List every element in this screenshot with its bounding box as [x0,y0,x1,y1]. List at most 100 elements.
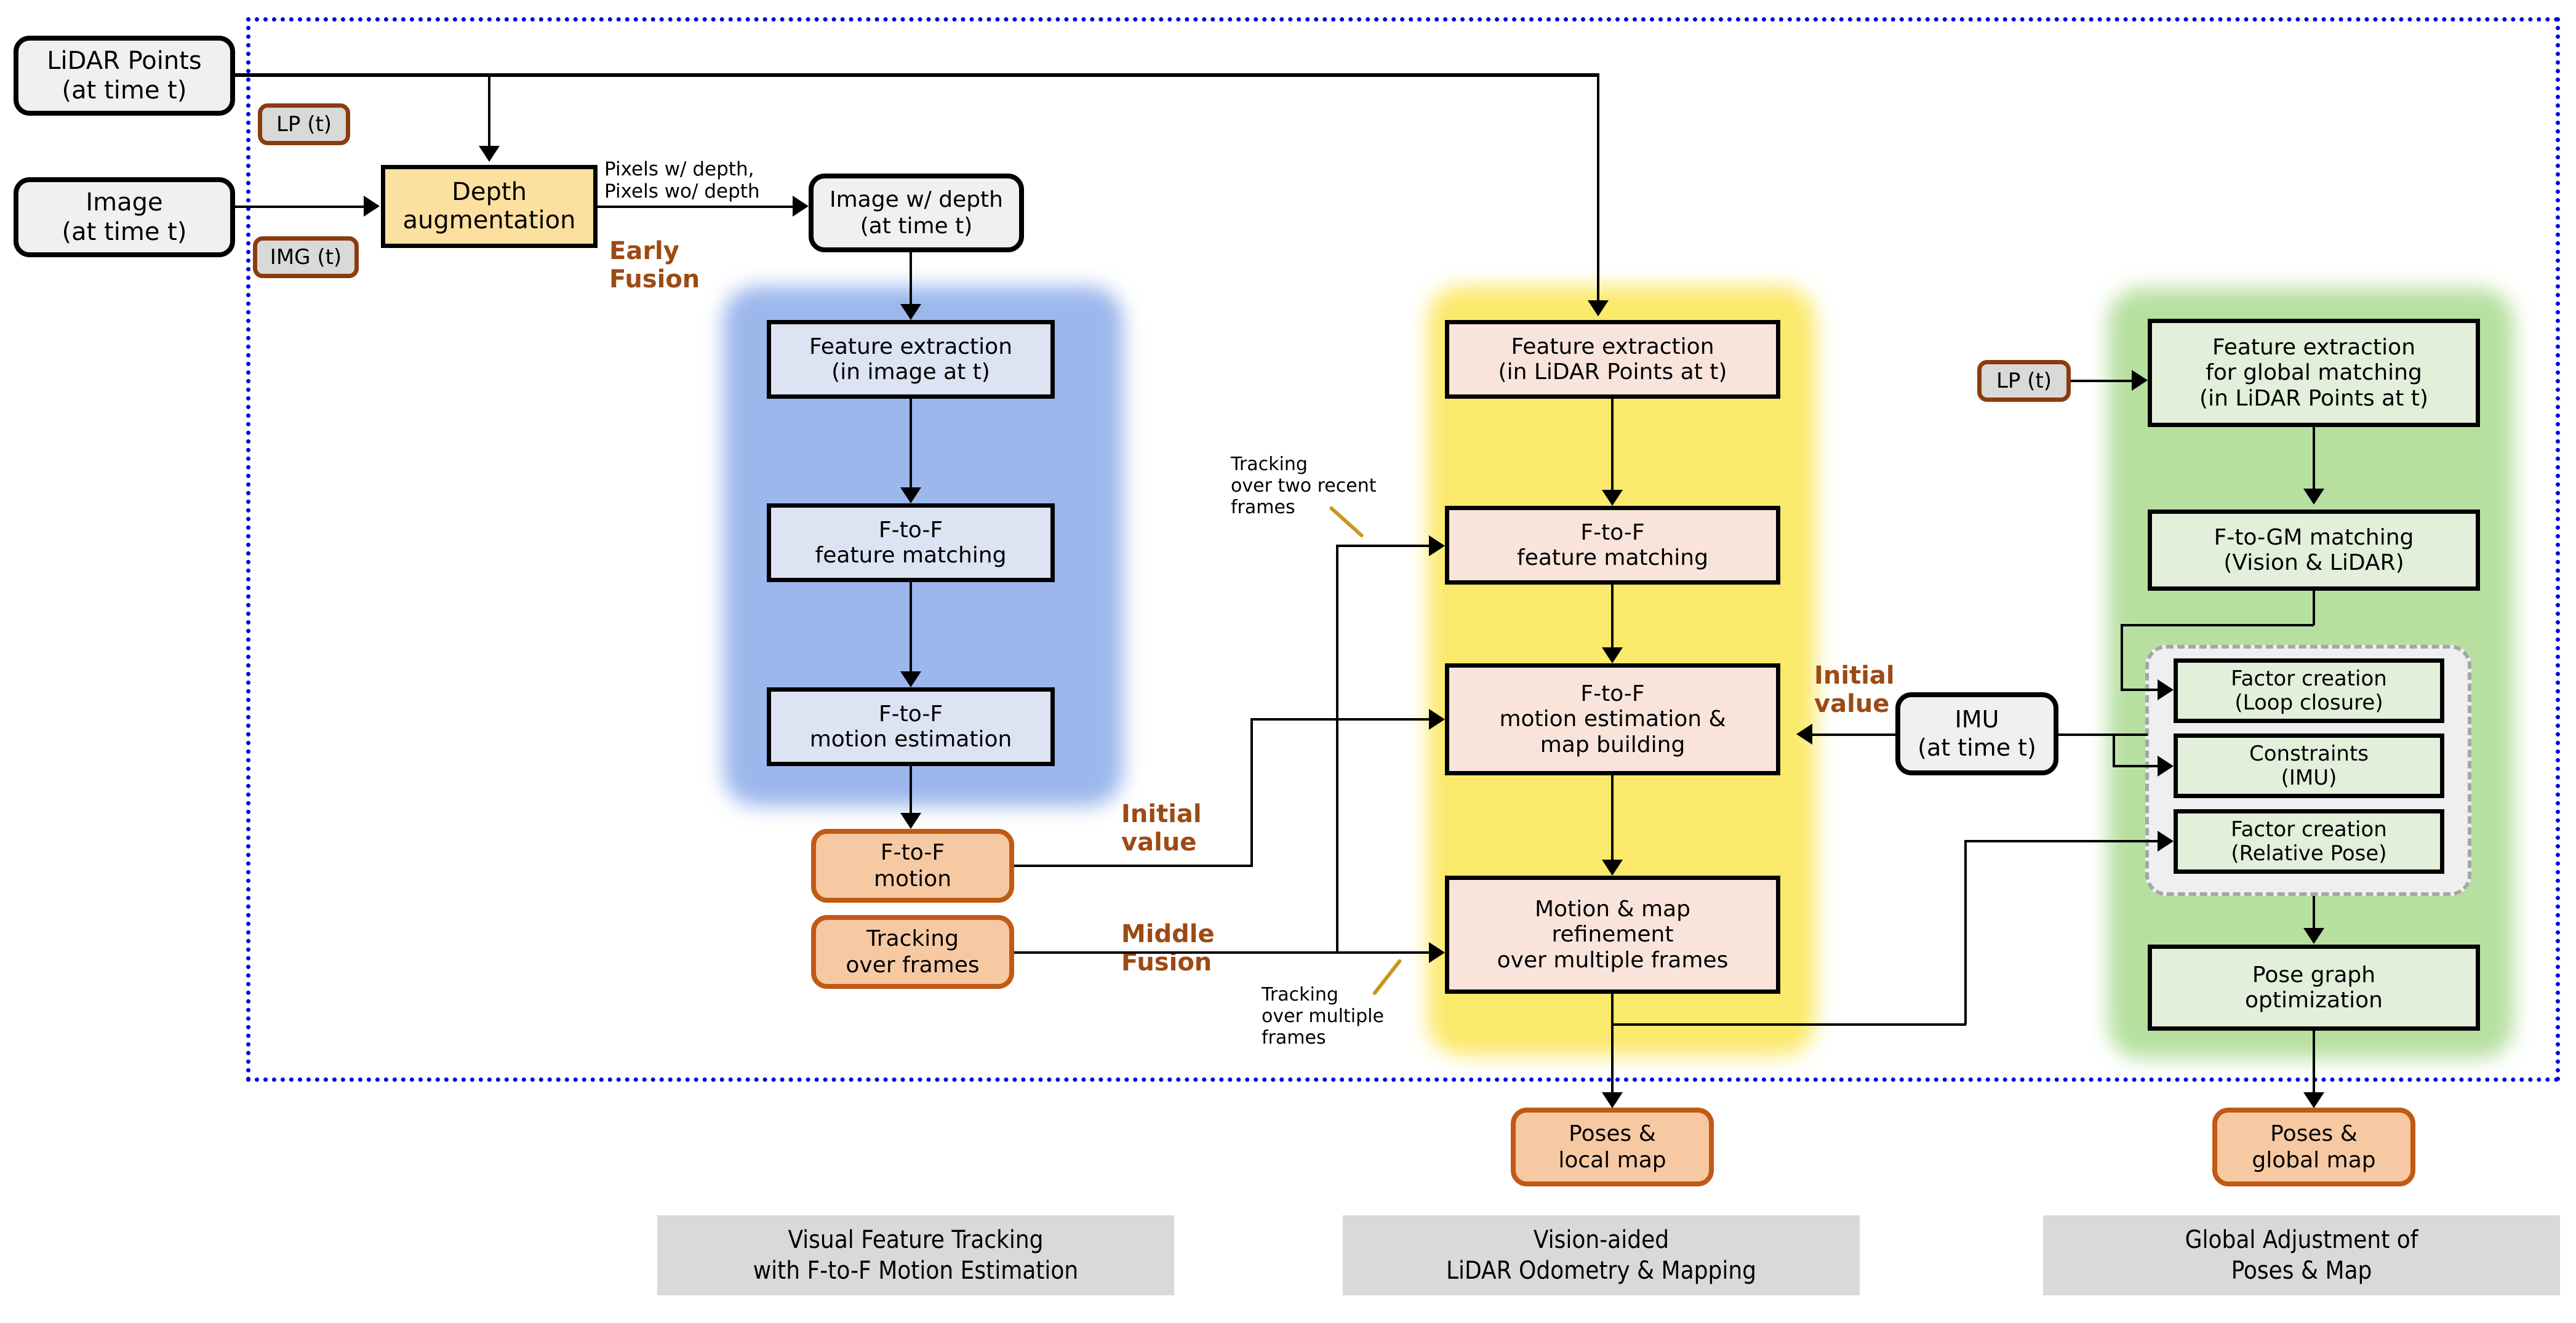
conn-gfe-to-gm-arrow [2303,489,2324,505]
lidar-ftof-feature-matching-box[interactable]: F-to-F feature matching [1445,506,1780,585]
conn-factors-to-pgo-v [2313,896,2315,928]
vout1-l1: F-to-F [880,839,945,865]
vout2-l1: Tracking [866,925,959,951]
conn-tracking-two-v [1336,545,1338,951]
tag-lp-t-label: LP (t) [276,112,332,137]
conn-lmr-branch-v [1964,841,1967,1025]
conn-imu-to-constraints-v [2113,733,2115,766]
conn-tracking-out-h [1014,951,1429,954]
tag-lp-t-right[interactable]: LP (t) [1977,360,2071,402]
lidar-ftof-motion-map-box[interactable]: F-to-F motion estimation & map building [1445,663,1780,775]
fc3-l1: Factor creation [2231,817,2387,842]
vout2-l2: over frames [846,953,980,978]
pixels-depth-edge-label: Pixels w/ depth, Pixels wo/ depth [604,158,807,203]
lfm-l2: feature matching [1517,545,1708,570]
cap2-l1: Vision-aided [1533,1226,1670,1254]
pixels-depth-l1: Pixels w/ depth, [604,158,754,180]
input-lidar-points[interactable]: LiDAR Points (at time t) [14,36,235,116]
factor-creation-relative-pose-box[interactable]: Factor creation (Relative Pose) [2174,809,2444,874]
factor-creation-loop-closure-box[interactable]: Factor creation (Loop closure) [2174,658,2444,723]
cap3-l1: Global Adjustment of [2185,1226,2418,1254]
pgm-l1: Poses & [2270,1121,2358,1146]
conn-image-to-depth-h [235,206,364,208]
t2-l2: over two recent [1231,474,1377,497]
conn-vme-to-ftofmotion-v [910,766,912,813]
lfe-l2: (in LiDAR Points at t) [1498,359,1727,385]
depth-aug-line1: Depth [452,177,527,206]
depth-augmentation-box[interactable]: Depth augmentation [381,165,598,248]
ivl-l1: Initial [1121,800,1202,828]
fc1-l1: Factor creation [2231,666,2387,691]
vout1-l2: motion [873,866,952,892]
conn-gm-loop-h1 [2121,624,2314,626]
constraints-imu-box[interactable]: Constraints (IMU) [2174,733,2444,798]
tag-lp-t[interactable]: LP (t) [258,103,350,145]
mf-l1: Middle [1121,920,1215,948]
vision-ftof-motion-output[interactable]: F-to-F motion [811,829,1014,903]
initial-value-left-label: Initial value [1121,800,1244,857]
t2-l1: Tracking [1231,454,1308,475]
image-with-depth-box[interactable]: Image w/ depth (at time t) [809,174,1024,252]
lmr-l1: Motion & map [1535,897,1690,922]
pose-graph-optimization-box[interactable]: Pose graph optimization [2148,945,2480,1031]
global-feature-extraction-box[interactable]: Feature extraction for global matching (… [2148,319,2480,427]
ivr-l2: value [1814,690,1890,718]
conn-lfm-to-lmm-arrow [1602,647,1623,663]
conn-vfe-to-vfm-v [910,399,912,487]
tm-l1: Tracking [1262,984,1338,1005]
conn-depth-to-imagedepth-h [598,206,793,208]
conn-ftofmotion-out-v [1250,719,1253,866]
gfe-l3: (in LiDAR Points at t) [2199,385,2428,411]
conn-gm-loop-v1 [2313,591,2315,625]
input-imu[interactable]: IMU (at time t) [1895,692,2058,775]
conn-imu-to-constraints-arrow [2158,756,2174,777]
poses-local-map-output[interactable]: Poses & local map [1511,1108,1714,1186]
middle-fusion-label: Middle Fusion [1121,920,1263,977]
tm-l2: over multiple [1262,1005,1384,1027]
vfe-l2: (in image at t) [831,359,990,385]
fc2-l1: Constraints [2249,741,2369,766]
conn-imu-to-lmm-arrow [1796,724,1812,745]
conn-lidar-to-lidarfe-v [1597,73,1599,300]
conn-lidar-to-depth-v [488,73,490,146]
conn-imu-to-lmm-h [1812,733,1897,736]
lmm-l1: F-to-F [1580,681,1645,707]
conn-tracking-two-h [1336,545,1429,547]
conn-lidar-to-depth-arrow [479,146,500,162]
conn-imu-to-constraints-h1 [2057,733,2148,736]
caption-global-adjustment: Global Adjustment of Poses & Map [2043,1215,2560,1295]
conn-lmm-to-lmr-v [1611,775,1614,860]
f-to-gm-matching-box[interactable]: F-to-GM matching (Vision & LiDAR) [2148,510,2480,591]
conn-gm-loop-arrow [2158,679,2174,700]
image-depth-l1: Image w/ depth [830,186,1003,212]
conn-lfe-to-lfm-v [1611,399,1614,490]
conn-factors-to-pgo-arrow [2303,928,2324,944]
lmm-l3: map building [1540,732,1686,757]
conn-ftofmotion-into-lmm-arrow [1429,709,1445,730]
lidar-motion-map-refinement-box[interactable]: Motion & map refinement over multiple fr… [1445,876,1780,994]
early-fusion-l2: Fusion [609,265,700,294]
lidar-feature-extraction-box[interactable]: Feature extraction (in LiDAR Points at t… [1445,320,1780,399]
conn-lidar-to-lidarfe-arrow [1588,300,1609,316]
tag-img-t[interactable]: IMG (t) [253,236,359,278]
conn-vfm-to-vme-arrow [900,671,921,687]
imu-l1: IMU [1954,705,1999,733]
vme-l1: F-to-F [878,701,943,727]
conn-lmr-to-poseslocal-v [1611,994,1614,1092]
lidar-points-line1: LiDAR Points [47,47,202,75]
tm-l3: frames [1262,1026,1326,1049]
depth-aug-line2: augmentation [402,206,576,234]
cap3-l2: Poses & Map [2231,1257,2372,1285]
image-depth-l2: (at time t) [860,214,973,239]
fc1-l2: (Loop closure) [2234,690,2383,715]
input-image[interactable]: Image (at time t) [14,177,235,257]
vfm-l2: feature matching [815,543,1007,568]
poses-global-map-output[interactable]: Poses & global map [2212,1108,2415,1186]
caption-vision-aided-lidar: Vision-aided LiDAR Odometry & Mapping [1343,1215,1860,1295]
vision-ftof-feature-matching-box[interactable]: F-to-F feature matching [767,503,1055,582]
early-fusion-l1: Early [609,237,679,265]
vision-ftof-motion-estimation-box[interactable]: F-to-F motion estimation [767,687,1055,766]
vision-feature-extraction-box[interactable]: Feature extraction (in image at t) [767,320,1055,399]
vision-tracking-over-frames-output[interactable]: Tracking over frames [811,915,1014,989]
conn-lpt-to-gfe-arrow [2132,370,2148,391]
